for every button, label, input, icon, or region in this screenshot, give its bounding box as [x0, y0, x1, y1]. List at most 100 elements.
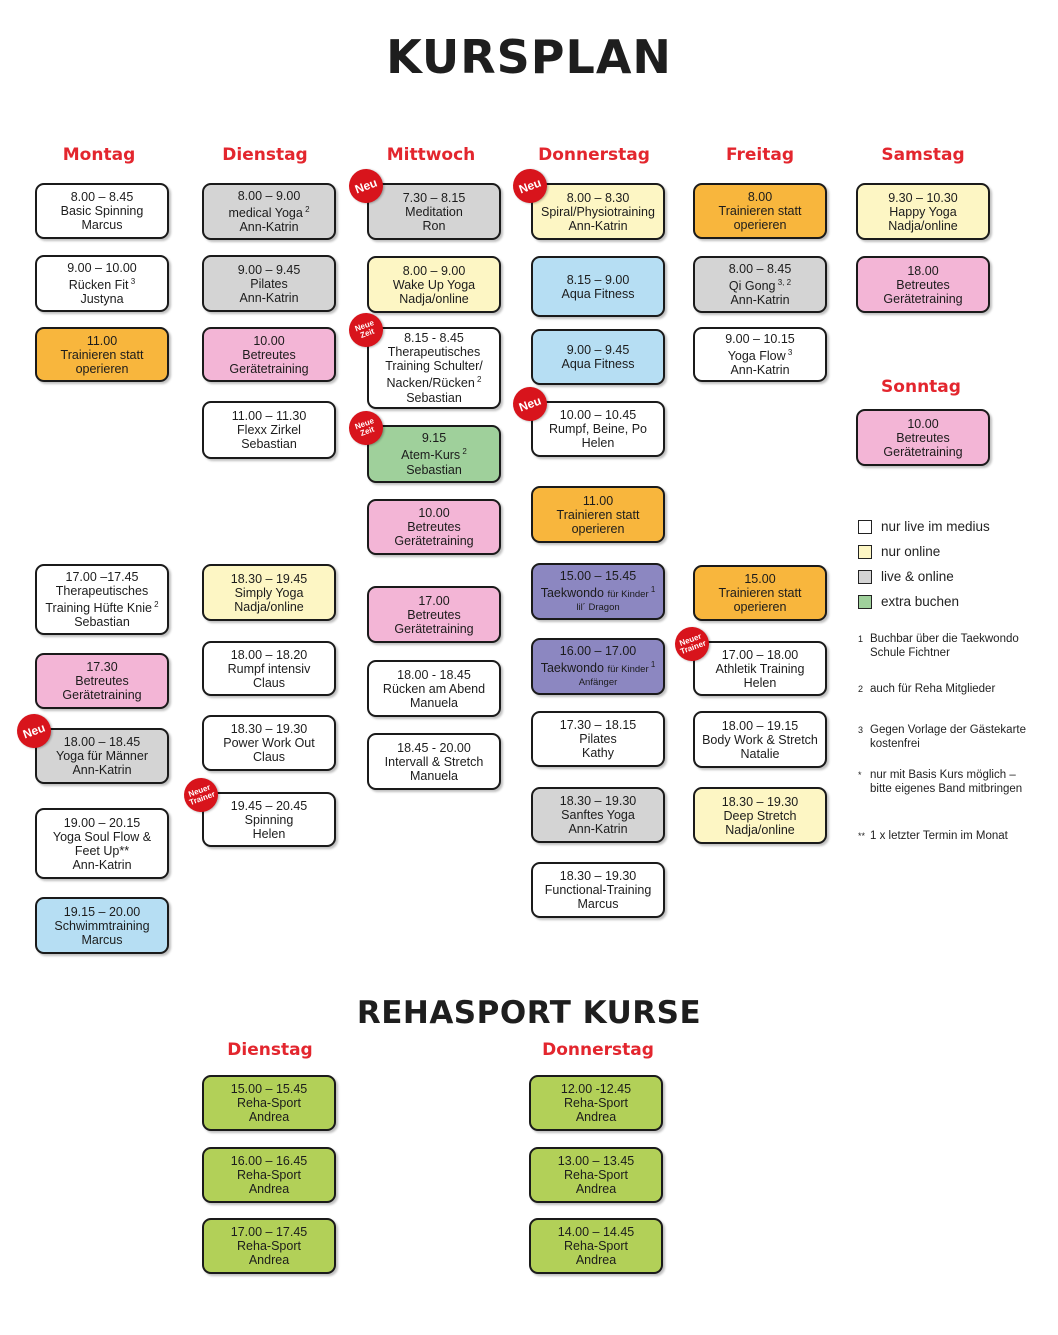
course-time: 17.30: [86, 660, 118, 674]
page-title: KURSPLAN: [386, 30, 672, 84]
course-trainer: Gerätetraining: [394, 534, 474, 548]
course-time: 8.00 – 8.45: [728, 261, 792, 276]
course-name: Happy Yoga: [889, 205, 956, 219]
footnote-mark: 1: [648, 660, 656, 670]
course-trainer: Andrea: [575, 1110, 617, 1124]
course-name: Wake Up Yoga: [393, 278, 475, 292]
legend-swatch: [858, 594, 872, 609]
course-name: Body Work & Stretch: [702, 733, 818, 747]
footnote-text: auch für Reha Mitglieder: [870, 683, 996, 695]
course-time: 9.00 – 9.45: [237, 262, 301, 277]
course-time: 16.00 – 16.45: [230, 1154, 308, 1168]
legend-swatch: [858, 569, 872, 584]
course-trainer: Gerätetraining: [883, 444, 963, 459]
course-trainer: Marcus: [81, 218, 123, 232]
course-name-text: Trainieren statt: [60, 347, 144, 362]
course-trainer: Sebastian: [406, 462, 462, 477]
course-name: Power Work Out: [223, 736, 314, 750]
course-trainer: lil´ Dragon: [576, 601, 620, 613]
course-name-text: Trainieren statt: [718, 204, 802, 218]
course-name-text: Rumpf, Beine, Po: [549, 422, 647, 436]
course-audience: für Kinder: [607, 664, 649, 676]
course-name: Rücken Fit 3: [69, 275, 135, 292]
course-name-text: Nacken/Rücken: [386, 376, 475, 391]
course-audience: für Kinder: [607, 589, 649, 601]
course-time: 16.00 – 17.00: [559, 644, 637, 659]
legend-item-live-online: live & online: [858, 569, 954, 584]
footnote-mark: 3: [785, 347, 793, 357]
course-time: 9.15: [421, 431, 447, 446]
course-name: Intervall & Stretch: [385, 755, 484, 769]
legend-label: nur online: [881, 544, 941, 559]
course-name-text: Body Work & Stretch: [702, 732, 818, 747]
course-name-line: Nacken/Rücken 2: [387, 373, 482, 390]
footnote-mark: 1: [858, 634, 864, 644]
course-trainer: Ann-Katrin: [239, 220, 299, 235]
course-name-text: Basic Spinning: [60, 204, 144, 218]
course-time: 19.00 – 20.15: [63, 815, 141, 830]
legend-label: extra buchen: [881, 594, 960, 609]
course-trainer: Andrea: [248, 1182, 290, 1196]
course-trainer: Sebastian: [74, 615, 130, 630]
course-name: Betreutes: [242, 348, 296, 362]
course-name: Pilates: [579, 732, 617, 746]
course-trainer: Nadja/online: [399, 291, 469, 306]
course-trainer: Nadja/online: [234, 599, 304, 614]
day-heading-donnerstag: Donnerstag: [538, 145, 650, 165]
course-trainer: Gerätetraining: [883, 291, 963, 306]
legend-swatch: [858, 519, 872, 534]
